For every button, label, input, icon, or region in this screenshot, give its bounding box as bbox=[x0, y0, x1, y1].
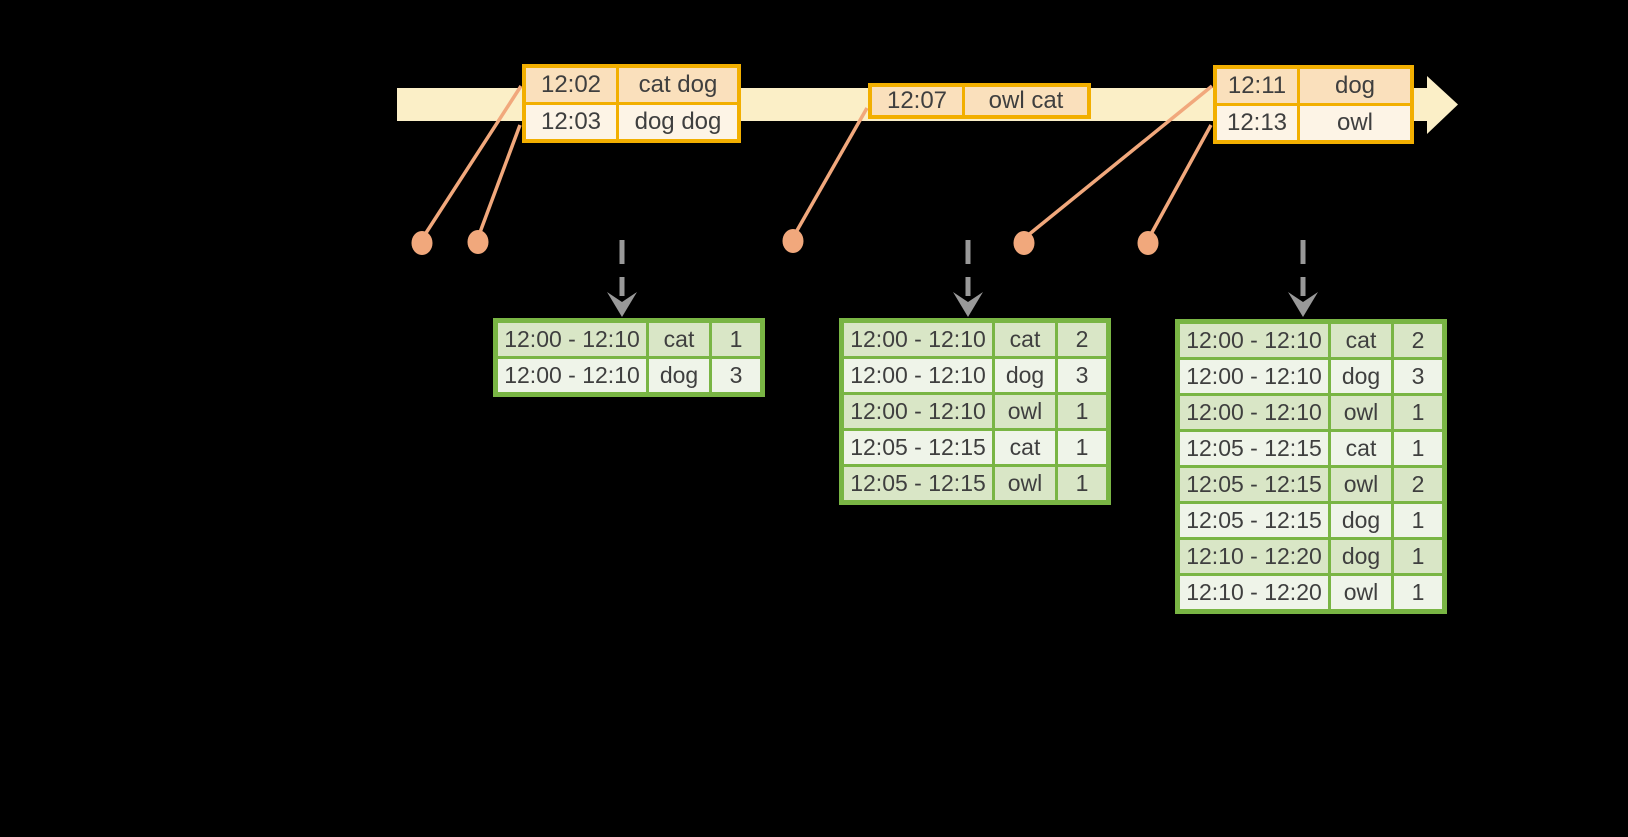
table-cell: 12:13 bbox=[1213, 103, 1300, 144]
table-cell: 3 bbox=[1391, 357, 1446, 396]
event-line bbox=[422, 85, 523, 237]
table-cell: dog bbox=[1297, 65, 1414, 106]
timeline-arrowhead-icon bbox=[1427, 76, 1458, 134]
event-line bbox=[477, 124, 522, 236]
table-cell: 12:00 - 12:10 bbox=[1176, 357, 1331, 396]
table-cell: 12:00 - 12:10 bbox=[494, 319, 649, 359]
table-cell: 12:05 - 12:15 bbox=[840, 464, 995, 504]
table-cell: 12:02 bbox=[522, 64, 619, 105]
table-cell: cat dog bbox=[616, 64, 741, 105]
event-dot-icon bbox=[1137, 231, 1159, 255]
table-cell: cat bbox=[992, 319, 1058, 359]
table-cell: cat bbox=[1328, 429, 1394, 468]
table-cell: dog bbox=[646, 356, 712, 396]
table-cell: owl bbox=[992, 464, 1058, 504]
table-cell: 12:10 - 12:20 bbox=[1176, 537, 1331, 576]
event-line bbox=[1148, 124, 1213, 237]
table-cell: 12:05 - 12:15 bbox=[1176, 429, 1331, 468]
table-cell: 1 bbox=[1055, 428, 1110, 467]
table-cell: 12:05 - 12:15 bbox=[1176, 501, 1331, 540]
event-dots bbox=[411, 229, 1159, 255]
table-cell: 12:10 - 12:20 bbox=[1176, 573, 1331, 613]
table-cell: owl cat bbox=[962, 83, 1091, 119]
table-cell: dog dog bbox=[616, 102, 741, 143]
table-cell: 12:07 bbox=[868, 83, 965, 119]
table-cell: 1 bbox=[1391, 393, 1446, 432]
table-cell: 1 bbox=[1391, 537, 1446, 576]
table-cell: 2 bbox=[1055, 319, 1110, 359]
table-cell: 12:00 - 12:10 bbox=[1176, 393, 1331, 432]
table-cell: cat bbox=[646, 319, 712, 359]
table-cell: 12:00 - 12:10 bbox=[840, 392, 995, 431]
table-cell: owl bbox=[1328, 393, 1394, 432]
table-cell: 12:05 - 12:15 bbox=[1176, 465, 1331, 504]
table-cell: 1 bbox=[1391, 501, 1446, 540]
table-cell: cat bbox=[1328, 320, 1394, 360]
table-cell: 1 bbox=[709, 319, 764, 359]
table-cell: 2 bbox=[1391, 320, 1446, 360]
table-cell: dog bbox=[1328, 501, 1394, 540]
table-cell: 12:05 - 12:15 bbox=[840, 428, 995, 467]
table-cell: 12:00 - 12:10 bbox=[840, 356, 995, 395]
event-dot-icon bbox=[411, 231, 433, 255]
event-dot-icon bbox=[1013, 231, 1035, 255]
table-cell: 12:03 bbox=[522, 102, 619, 143]
table-cell: dog bbox=[1328, 537, 1394, 576]
table-cell: owl bbox=[1328, 573, 1394, 613]
event-connector-lines bbox=[422, 84, 1214, 238]
event-line bbox=[1025, 84, 1214, 238]
table-cell: 3 bbox=[709, 356, 764, 396]
trigger-arrows bbox=[619, 240, 1306, 296]
table-cell: 1 bbox=[1391, 573, 1446, 613]
event-dot-icon bbox=[467, 230, 489, 254]
table-cell: dog bbox=[992, 356, 1058, 395]
arrow-down-icon bbox=[1288, 292, 1318, 317]
arrow-down-icon bbox=[953, 292, 983, 317]
table-cell: 1 bbox=[1055, 392, 1110, 431]
table-cell: 12:00 - 12:10 bbox=[840, 319, 995, 359]
table-cell: owl bbox=[1297, 103, 1414, 144]
table-cell: 2 bbox=[1391, 465, 1446, 504]
table-cell: cat bbox=[992, 428, 1058, 467]
table-cell: 12:00 - 12:10 bbox=[1176, 320, 1331, 360]
table-cell: 12:11 bbox=[1213, 65, 1300, 106]
table-cell: 1 bbox=[1055, 464, 1110, 504]
event-dot-icon bbox=[782, 229, 804, 253]
table-cell: 12:00 - 12:10 bbox=[494, 356, 649, 396]
table-cell: 3 bbox=[1055, 356, 1110, 395]
event-line bbox=[793, 107, 869, 235]
table-cell: owl bbox=[1328, 465, 1394, 504]
table-cell: owl bbox=[992, 392, 1058, 431]
table-cell: 1 bbox=[1391, 429, 1446, 468]
trigger-arrowheads bbox=[607, 292, 1318, 317]
table-cell: dog bbox=[1328, 357, 1394, 396]
arrow-down-icon bbox=[607, 292, 637, 317]
